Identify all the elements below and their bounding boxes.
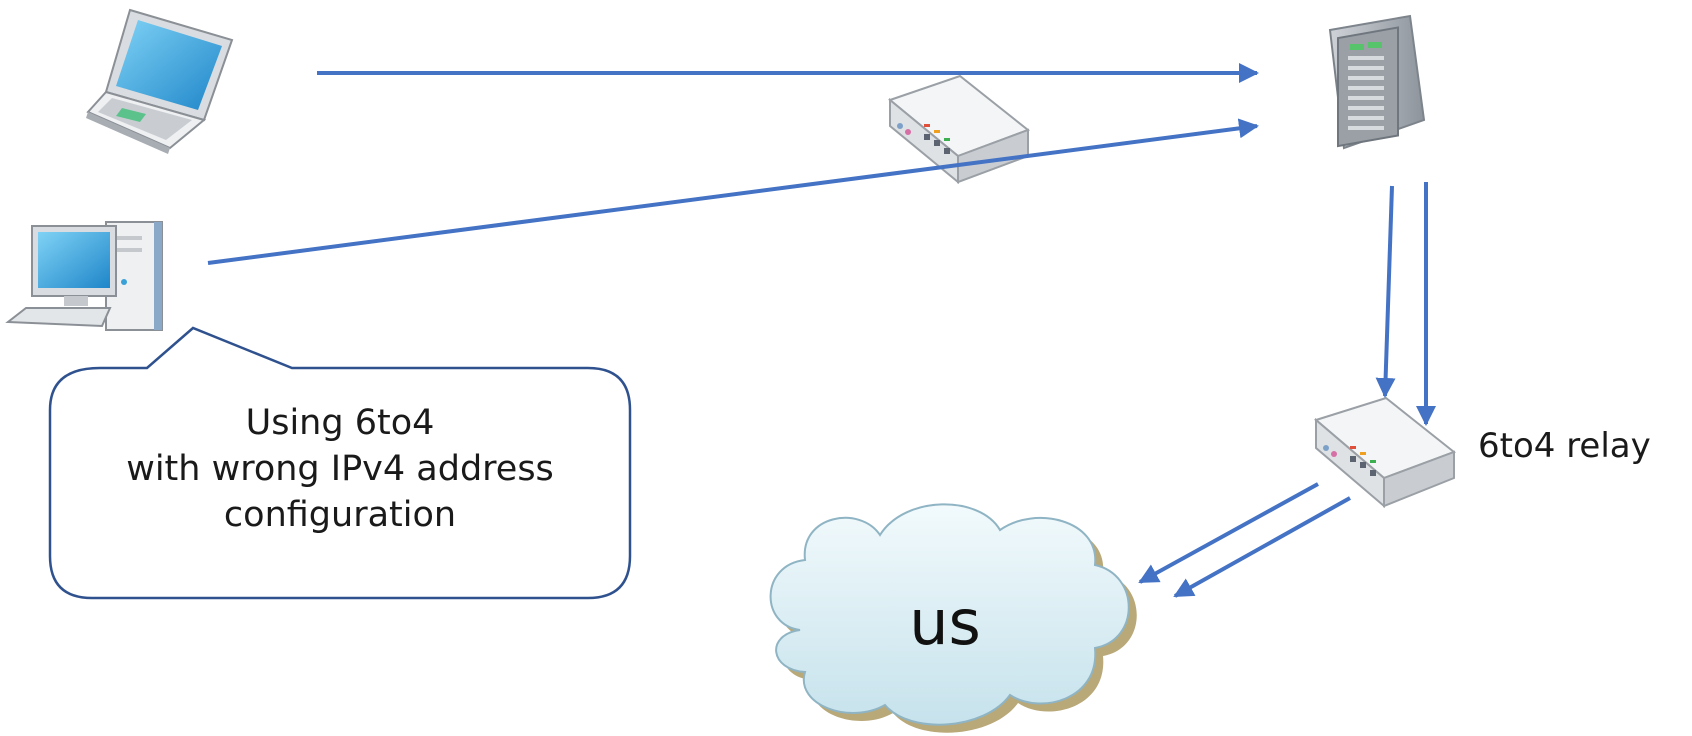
router-icon [887,74,1031,185]
cloud-label: us [909,586,981,659]
callout-bubble [48,326,632,600]
laptop-icon [86,8,234,154]
arrow-desktop-to-server [207,118,1259,265]
desktop-computer-icon [5,221,163,331]
server-icon [1328,14,1426,150]
arrow-server-to-relay-1 [1375,185,1396,398]
arrow-relay-to-cloud-1 [1138,482,1319,584]
callout-line-3: configuration [223,495,457,535]
relay-label: 6to4 relay [1478,426,1651,466]
callout-line-1: Using 6to4 [245,403,435,443]
relay-router-icon [1313,396,1457,509]
callout-line-2: with wrong IPv4 address [126,449,554,489]
cloud-icon [769,503,1137,733]
callout-text: Using 6to4 with wrong IPv4 address confi… [50,400,630,538]
arrow-relay-to-cloud-2 [1173,496,1351,598]
